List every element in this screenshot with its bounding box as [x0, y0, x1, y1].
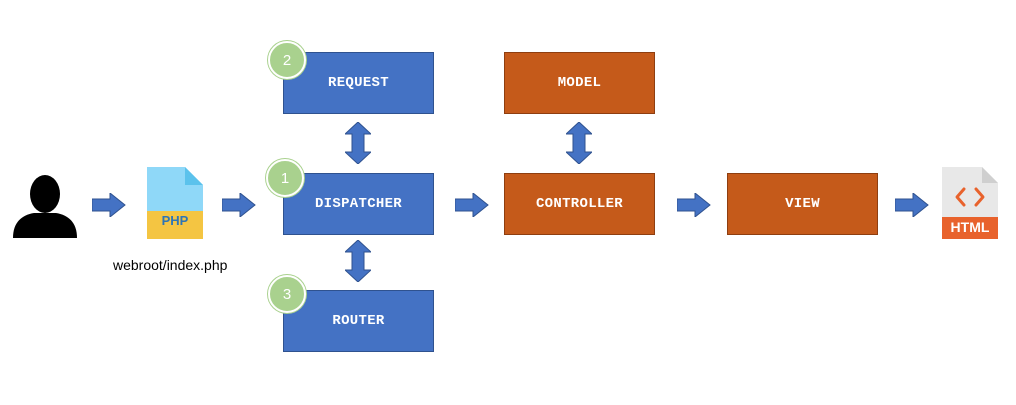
controller-node: CONTROLLER: [504, 173, 655, 235]
view-node: VIEW: [727, 173, 878, 235]
arrow-right-icon: [677, 193, 711, 217]
step-badge-router: 3: [268, 275, 306, 313]
dispatcher-node: DISPATCHER: [283, 173, 434, 235]
arrow-right-icon: [222, 193, 256, 217]
model-node: MODEL: [504, 52, 655, 114]
arrow-right-icon: [92, 193, 126, 217]
html-file-icon: [942, 167, 998, 239]
router-node: ROUTER: [283, 290, 434, 352]
html-file-label: HTML: [950, 219, 990, 235]
arrow-updown-icon: [566, 122, 592, 164]
step-badge-dispatcher: 1: [266, 159, 304, 197]
arrow-right-icon: [895, 193, 929, 217]
php-file-icon: [147, 167, 203, 239]
arrow-right-icon: [455, 193, 489, 217]
arrow-updown-icon: [345, 240, 371, 282]
step-badge-request: 2: [268, 41, 306, 79]
request-node: REQUEST: [283, 52, 434, 114]
php-file-caption: webroot/index.php: [113, 257, 228, 273]
user-icon: [12, 172, 78, 238]
arrow-updown-icon: [345, 122, 371, 164]
php-file-label: PHP: [161, 213, 189, 228]
